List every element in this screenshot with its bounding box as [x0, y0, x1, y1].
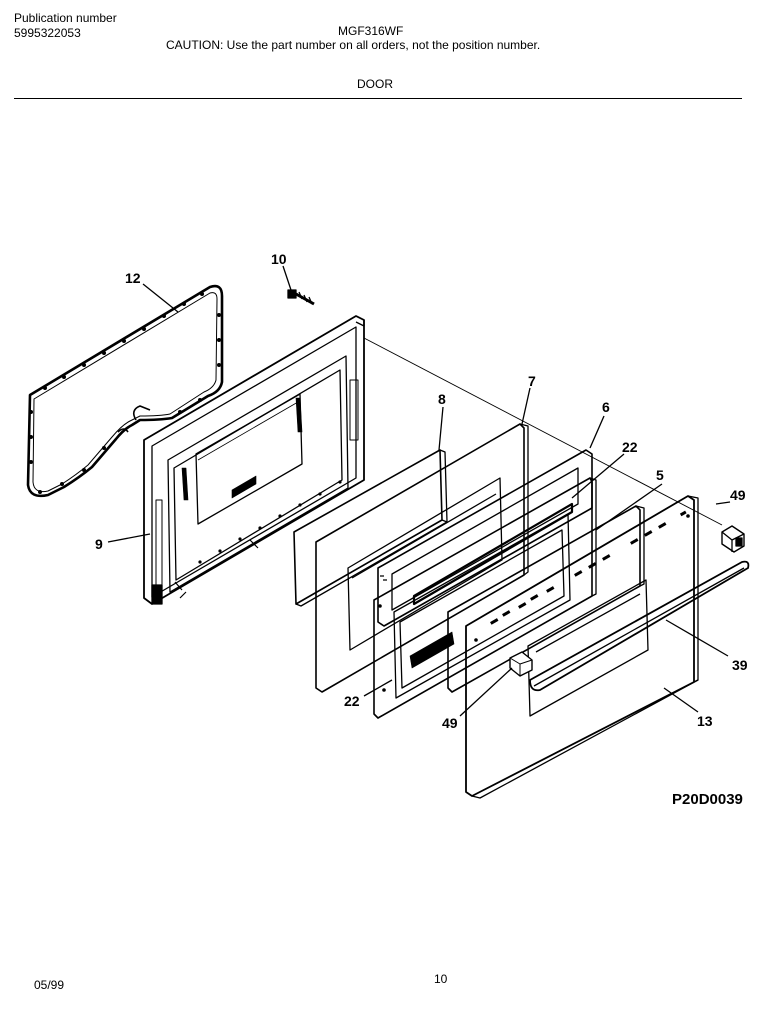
inner-door-panel-part: [373, 477, 597, 719]
leader-8: [438, 406, 444, 451]
callout-49-lower: 49: [442, 715, 458, 731]
door-liner-part: [143, 315, 365, 605]
leader-10: [282, 265, 292, 291]
leader-49b: [459, 667, 513, 717]
door-handle-part: [529, 560, 750, 692]
handle-end-cap-right: [721, 525, 745, 553]
callout-9: 9: [95, 536, 103, 552]
door-gasket-part: [26, 284, 224, 498]
leader-12: [142, 283, 179, 313]
header-divider: [14, 98, 742, 99]
caution-note: CAUTION: Use the part number on all orde…: [166, 38, 541, 52]
figure-code: P20D0039: [672, 791, 743, 808]
handle-end-cap-left: [509, 651, 533, 677]
callout-6: 6: [602, 399, 610, 415]
callout-49-upper: 49: [730, 487, 746, 503]
callout-22-lower: 22: [344, 693, 360, 709]
glass-panel-part: [293, 449, 448, 607]
leader-7: [521, 387, 531, 425]
leader-39: [665, 619, 729, 657]
callout-22-upper: 22: [622, 439, 638, 455]
model-number: MGF316WF: [338, 24, 404, 38]
screw-part: [287, 289, 315, 306]
callout-39: 39: [732, 657, 748, 673]
leader-9: [107, 533, 151, 543]
footer-date: 05/99: [34, 978, 65, 992]
door-insulation-part: [315, 423, 529, 693]
publication-label: Publication number: [14, 11, 117, 25]
page-number: 10: [434, 972, 448, 986]
publication-number: 5995322053: [14, 26, 81, 40]
alignment-line: [363, 337, 723, 526]
leader-49a: [715, 501, 731, 505]
inner-glass-part: [447, 505, 645, 693]
leader-13: [663, 687, 699, 713]
callout-10: 10: [271, 251, 287, 267]
section-title: DOOR: [357, 77, 393, 91]
outer-door-panel-part: [465, 495, 699, 799]
callout-8: 8: [438, 391, 446, 407]
callout-12: 12: [125, 270, 141, 286]
leader-6: [589, 415, 605, 449]
leader-22b: [363, 679, 393, 697]
callout-5: 5: [656, 467, 664, 483]
callout-7: 7: [528, 373, 536, 389]
leader-22a: [571, 453, 625, 499]
callout-13: 13: [697, 713, 713, 729]
